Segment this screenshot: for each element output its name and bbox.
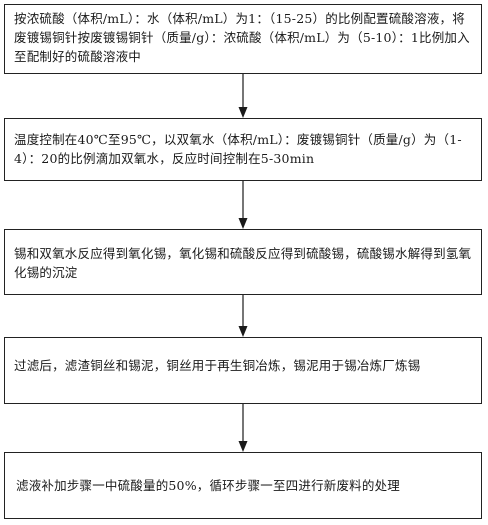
down-arrow-3 bbox=[237, 295, 249, 337]
step-box-5: 滤液补加步骤一中硫酸量的50%，循环步骤一至四进行新废料的处理 bbox=[4, 452, 482, 519]
step-box-2: 温度控制在40℃至95℃，以双氧水（体积/mL）：废镀锡铜针（质量/g）为（1-… bbox=[4, 118, 482, 181]
down-arrow-1 bbox=[237, 74, 249, 118]
step-box-1: 按浓硫酸（体积/mL）：水（体积/mL）为1：（15-25）的比例配置硫酸溶液，… bbox=[4, 4, 482, 74]
down-arrow-4 bbox=[237, 404, 249, 452]
step-text-2: 温度控制在40℃至95℃，以双氧水（体积/mL）：废镀锡铜针（质量/g）为（1-… bbox=[14, 132, 462, 166]
step-text-4: 过滤后，滤渣铜丝和锡泥，铜丝用于再生铜冶炼，锡泥用于锡冶炼厂炼锡 bbox=[14, 358, 421, 373]
step-text-5: 滤液补加步骤一中硫酸量的50%，循环步骤一至四进行新废料的处理 bbox=[16, 478, 400, 493]
step-box-4: 过滤后，滤渣铜丝和锡泥，铜丝用于再生铜冶炼，锡泥用于锡冶炼厂炼锡 bbox=[4, 337, 482, 404]
down-arrow-2 bbox=[237, 181, 249, 229]
step-box-3: 锡和双氧水反应得到氧化锡，氧化锡和硫酸反应得到硫酸锡，硫酸锡水解得到氢氧化锡的沉… bbox=[4, 229, 482, 295]
step-text-1: 按浓硫酸（体积/mL）：水（体积/mL）为1：（15-25）的比例配置硫酸溶液，… bbox=[14, 11, 470, 64]
step-text-3: 锡和双氧水反应得到氧化锡，氧化锡和硫酸反应得到硫酸锡，硫酸锡水解得到氢氧化锡的沉… bbox=[14, 246, 472, 280]
